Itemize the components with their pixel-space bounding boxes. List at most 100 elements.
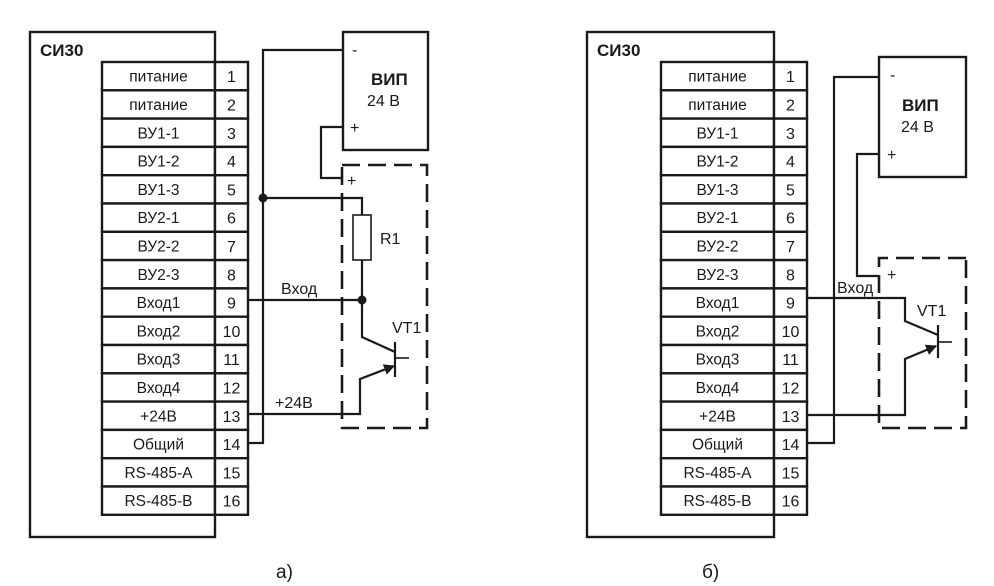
terminal-label-cell <box>100 202 217 233</box>
terminal-number: 9 <box>227 296 236 313</box>
transistor-emitter <box>358 364 396 383</box>
psu-box <box>877 55 968 179</box>
terminal-label: ВУ1-1 <box>137 125 179 142</box>
terminal-number: 4 <box>786 154 795 171</box>
terminal-number: 5 <box>786 182 795 199</box>
sensor-plus-label: + <box>887 267 896 284</box>
terminal-number: 11 <box>223 352 240 369</box>
psu-minus-label: - <box>890 67 895 84</box>
terminal-number: 16 <box>782 494 800 511</box>
terminal-label: ВУ2-2 <box>137 238 179 255</box>
transistor-emitter <box>903 344 938 362</box>
terminal-number-cell <box>213 343 250 375</box>
transistor-collector <box>360 300 396 354</box>
terminal-label-cell <box>659 428 776 460</box>
terminal-number: 13 <box>223 409 241 426</box>
terminal-number-cell <box>213 400 250 432</box>
terminal-row: ВУ1-3 5 <box>100 173 250 205</box>
terminal-label: Вход4 <box>137 380 181 397</box>
transistor-label: VT1 <box>917 303 946 320</box>
terminal-number: 3 <box>786 126 795 143</box>
terminal-number: 8 <box>227 267 236 284</box>
terminal-label-cell <box>659 457 776 488</box>
terminal-label-cell <box>100 428 217 460</box>
terminal-label: питание <box>129 69 187 86</box>
terminal-number: 16 <box>223 494 241 511</box>
terminal-number: 2 <box>227 97 236 114</box>
wire-input <box>807 296 939 337</box>
terminal-number: 2 <box>786 97 795 114</box>
terminal-number-cell <box>772 60 809 92</box>
psu-voltage: 24 В <box>901 119 934 136</box>
wire-psu-plus-to-sensor <box>319 125 343 180</box>
wire-label-input: Вход <box>281 281 318 298</box>
junction-dot <box>258 193 268 203</box>
terminal-number-cell <box>772 202 809 233</box>
terminal-label: ВУ1-2 <box>137 154 179 171</box>
terminal-label: ВУ2-1 <box>696 210 738 227</box>
terminal-number-cell <box>213 202 250 233</box>
terminal-label: RS-485-B <box>683 493 751 510</box>
terminal-label: RS-485-A <box>683 465 752 482</box>
terminal-number-cell <box>772 89 809 120</box>
terminal-row: Вход1 9 <box>100 287 250 318</box>
terminal-number: 7 <box>786 239 795 256</box>
terminal-label: Вход4 <box>696 380 740 397</box>
terminal-number-cell <box>213 258 250 290</box>
terminal-number: 12 <box>782 380 800 397</box>
transistor-label: VT1 <box>392 320 421 337</box>
terminal-row: Вход4 12 <box>659 372 809 403</box>
terminal-label-cell <box>659 315 776 347</box>
terminal-label: Вход1 <box>137 295 181 312</box>
wire-psu-minus-to-common <box>807 75 879 445</box>
terminal-number-cell <box>213 485 250 516</box>
terminal-label: питание <box>129 97 187 114</box>
terminal-label-cell <box>100 287 217 318</box>
terminal-number: 5 <box>227 182 236 199</box>
terminal-number: 15 <box>782 465 800 482</box>
terminal-label: Вход3 <box>137 352 181 369</box>
terminal-label: ВУ1-3 <box>137 182 179 199</box>
terminal-label: ВУ1-1 <box>696 125 738 142</box>
terminal-label-cell <box>659 400 776 432</box>
terminal-number: 6 <box>227 211 236 228</box>
terminal-number-cell <box>213 372 250 403</box>
terminal-number-cell <box>213 457 250 488</box>
terminal-row: RS-485-B 16 <box>659 485 809 516</box>
terminal-row: ВУ2-1 6 <box>100 202 250 233</box>
terminal-number-cell <box>772 230 809 262</box>
resistor-label: R1 <box>380 231 401 248</box>
terminal-label: ВУ2-1 <box>137 210 179 227</box>
terminal-number: 8 <box>786 267 795 284</box>
terminal-label-cell <box>100 485 217 516</box>
terminal-label-cell <box>659 372 776 403</box>
terminal-number: 10 <box>223 324 241 341</box>
terminal-label: Вход2 <box>696 323 740 340</box>
terminal-label-cell <box>659 343 776 375</box>
wire-supply-24v <box>807 362 907 417</box>
terminal-row: Вход3 11 <box>100 343 250 375</box>
terminal-number: 3 <box>227 126 236 143</box>
psu-title: ВИП <box>371 70 408 89</box>
psu-minus-label: - <box>352 42 357 59</box>
psu-box <box>341 30 430 152</box>
wire-supply-24v <box>248 383 362 416</box>
terminal-number: 10 <box>782 324 800 341</box>
terminal-number: 6 <box>786 211 795 228</box>
